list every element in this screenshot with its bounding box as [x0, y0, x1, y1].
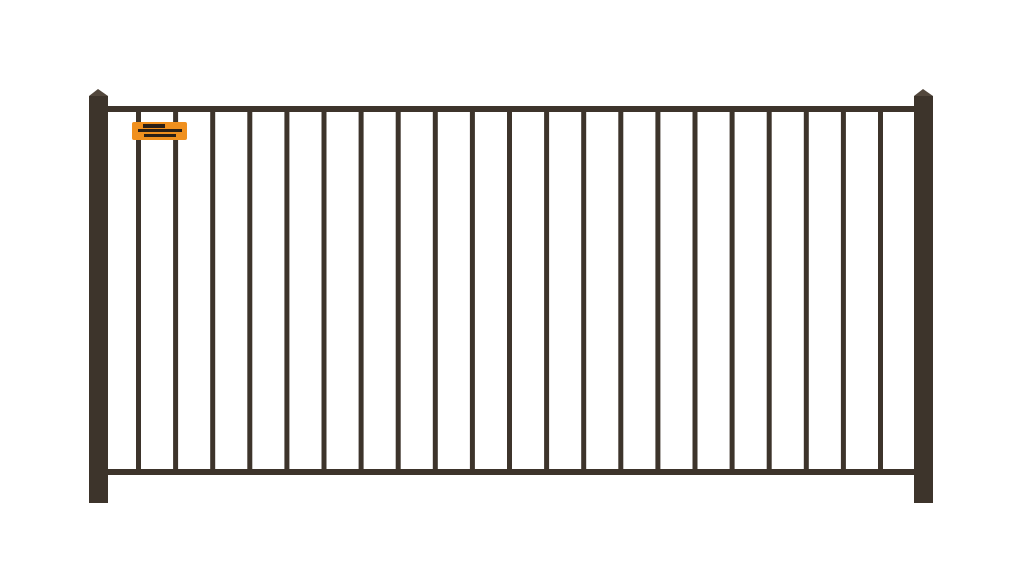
- picket: [247, 112, 253, 469]
- picket: [507, 112, 512, 469]
- picket: [358, 112, 364, 469]
- picket: [803, 112, 809, 469]
- picket: [766, 112, 772, 469]
- picket: [618, 112, 624, 469]
- picket: [284, 112, 290, 469]
- picket: [469, 112, 475, 469]
- picket: [173, 112, 179, 469]
- picket: [210, 112, 216, 469]
- pickets: [136, 112, 883, 469]
- right-post: [914, 89, 933, 503]
- bottom-rail: [104, 469, 918, 475]
- picket: [581, 112, 587, 469]
- picket: [878, 112, 883, 469]
- picket: [432, 112, 438, 469]
- picket: [840, 112, 846, 469]
- left-post: [89, 89, 108, 503]
- picket: [136, 112, 141, 469]
- picket: [692, 112, 698, 469]
- top-rail: [104, 106, 918, 112]
- picket: [729, 112, 735, 469]
- picket: [655, 112, 661, 469]
- picket: [321, 112, 327, 469]
- picket: [544, 112, 550, 469]
- picket: [395, 112, 401, 469]
- brand-label-logo: [132, 122, 187, 140]
